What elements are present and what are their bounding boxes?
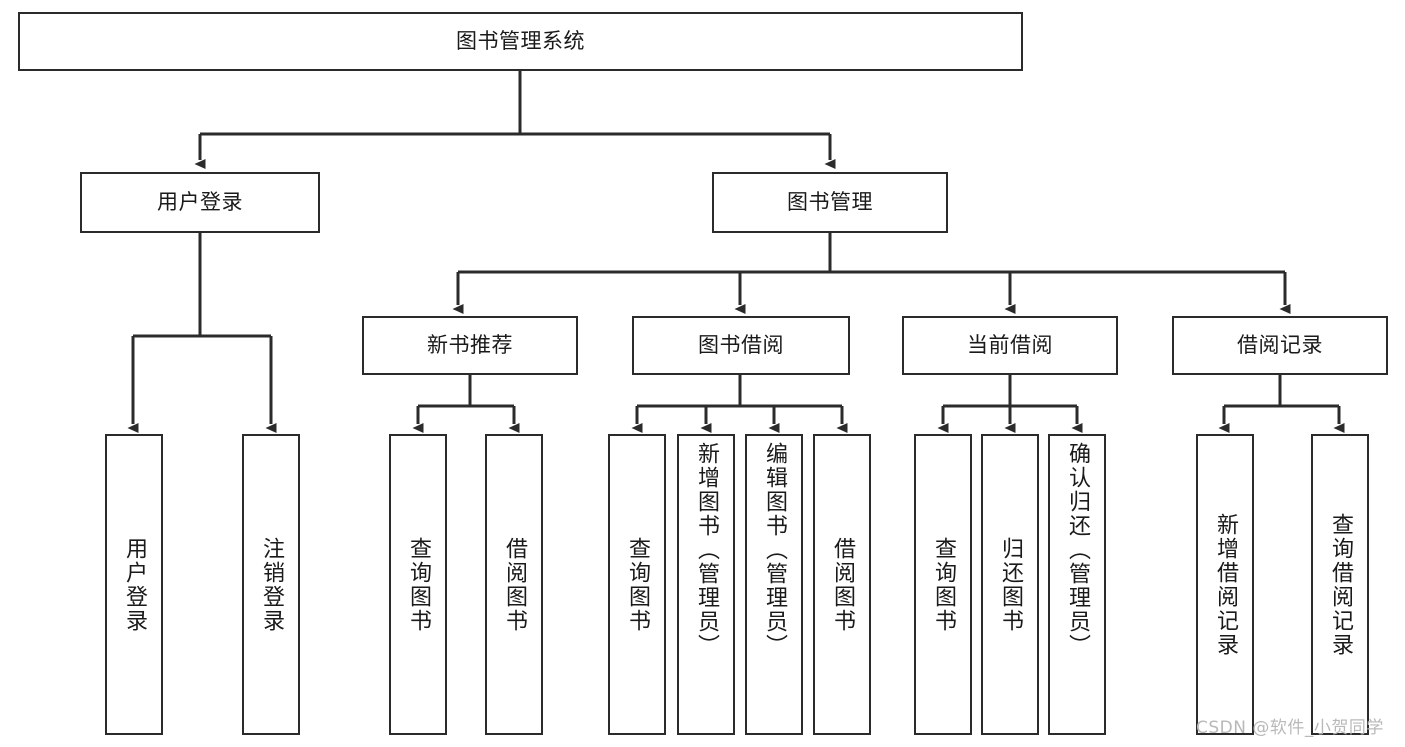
node-label: 新增图书（管理员） (693, 442, 719, 658)
node-book-management[interactable]: 图书管理 (712, 172, 948, 233)
node-label: 编辑图书（管理员） (761, 442, 787, 658)
leaf-logout[interactable]: 注销登录 (242, 434, 300, 735)
leaf-query-borrow-record[interactable]: 查询借阅记录 (1311, 434, 1369, 735)
node-label: 归还图书 (997, 536, 1023, 633)
leaf-add-borrow-record[interactable]: 新增借阅记录 (1196, 434, 1254, 735)
node-label: 当前借阅 (967, 332, 1053, 357)
leaf-confirm-return-admin[interactable]: 确认归还（管理员） (1048, 434, 1106, 735)
node-label: 查询借阅记录 (1327, 512, 1353, 657)
leaf-edit-book-admin[interactable]: 编辑图书（管理员） (745, 434, 803, 735)
node-label: 图书借阅 (698, 332, 784, 357)
node-label: 查询图书 (624, 536, 650, 633)
leaf-borrow-book-recommend[interactable]: 借阅图书 (485, 434, 543, 735)
node-book-borrowing[interactable]: 图书借阅 (632, 316, 850, 375)
leaf-add-book-admin[interactable]: 新增图书（管理员） (677, 434, 735, 735)
leaf-return-book[interactable]: 归还图书 (981, 434, 1039, 735)
node-label: 借阅记录 (1237, 332, 1323, 357)
node-label: 图书管理 (787, 189, 873, 214)
node-label: 用户登录 (157, 189, 243, 214)
node-borrowing-record[interactable]: 借阅记录 (1172, 316, 1388, 375)
node-label: 借阅图书 (501, 536, 527, 633)
node-label: 借阅图书 (829, 536, 855, 633)
leaf-user-login[interactable]: 用户登录 (105, 434, 163, 735)
node-new-book-recommendation[interactable]: 新书推荐 (362, 316, 578, 375)
node-label: 新增借阅记录 (1212, 512, 1238, 657)
node-root-library-management-system[interactable]: 图书管理系统 (18, 12, 1023, 71)
node-label: 图书管理系统 (456, 28, 585, 53)
leaf-query-book-borrow[interactable]: 查询图书 (608, 434, 666, 735)
node-label: 查询图书 (405, 536, 431, 633)
node-label: 新书推荐 (427, 332, 513, 357)
leaf-query-book-current[interactable]: 查询图书 (914, 434, 972, 735)
node-label: 用户登录 (121, 536, 147, 633)
leaf-query-book-recommend[interactable]: 查询图书 (389, 434, 447, 735)
node-current-borrowing[interactable]: 当前借阅 (902, 316, 1118, 375)
node-label: 注销登录 (258, 536, 284, 633)
node-label: 查询图书 (930, 536, 956, 633)
node-label: 确认归还（管理员） (1064, 442, 1090, 658)
watermark-csdn: CSDN @软件_小贺同学 (1196, 718, 1384, 738)
node-user-login[interactable]: 用户登录 (80, 172, 320, 233)
leaf-borrow-book[interactable]: 借阅图书 (813, 434, 871, 735)
